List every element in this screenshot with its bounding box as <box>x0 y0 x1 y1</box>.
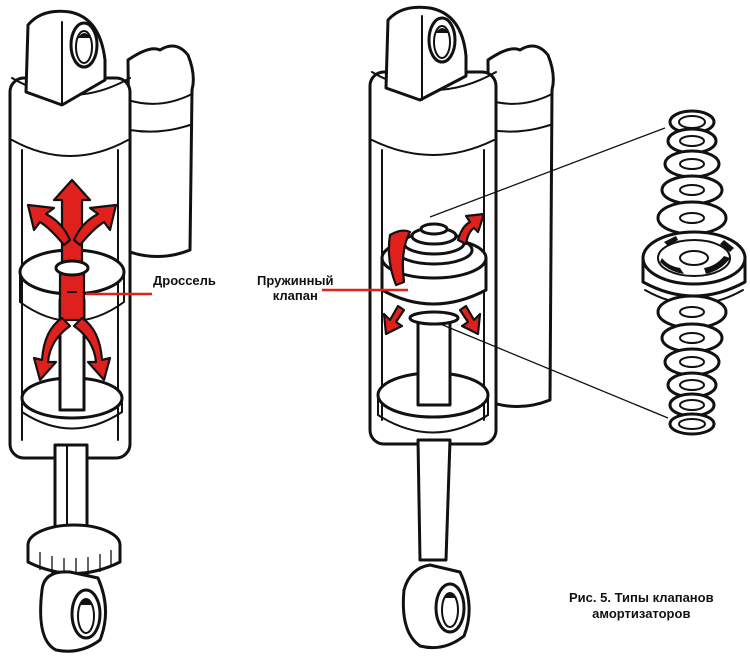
middle-top-eye <box>384 5 468 102</box>
caption-line2: амортизаторов <box>592 606 691 621</box>
caption-line1: Рис. 5. Типы клапанов <box>569 590 714 605</box>
spring-valve <box>380 222 488 326</box>
valve-exploded <box>429 109 747 436</box>
shock-middle <box>368 5 555 650</box>
left-reservoir <box>126 44 195 258</box>
spring-valve-flow-arrows <box>382 212 486 336</box>
middle-reservoir <box>486 44 555 408</box>
shim-stack-lower <box>656 294 728 436</box>
spring-valve-label-line1: Пружинный <box>257 273 334 288</box>
piston-body <box>641 230 747 305</box>
shim-stack-upper <box>656 109 728 236</box>
spring-valve-label-line2: клапан <box>272 288 318 303</box>
leader-top <box>429 127 666 218</box>
throttle-flow-arrows <box>26 178 118 382</box>
middle-shaft <box>416 313 452 407</box>
left-top-eye <box>24 9 107 107</box>
spring-valve-label: Пружинный клапан <box>257 273 334 303</box>
throttle-label: Дроссель <box>153 273 216 288</box>
leader-bottom <box>437 322 669 419</box>
shock-left <box>8 9 195 653</box>
middle-rod-assembly <box>401 438 471 650</box>
figure-caption: Рис. 5. Типы клапанов амортизаторов <box>569 590 714 622</box>
left-rod-assembly <box>26 443 122 653</box>
